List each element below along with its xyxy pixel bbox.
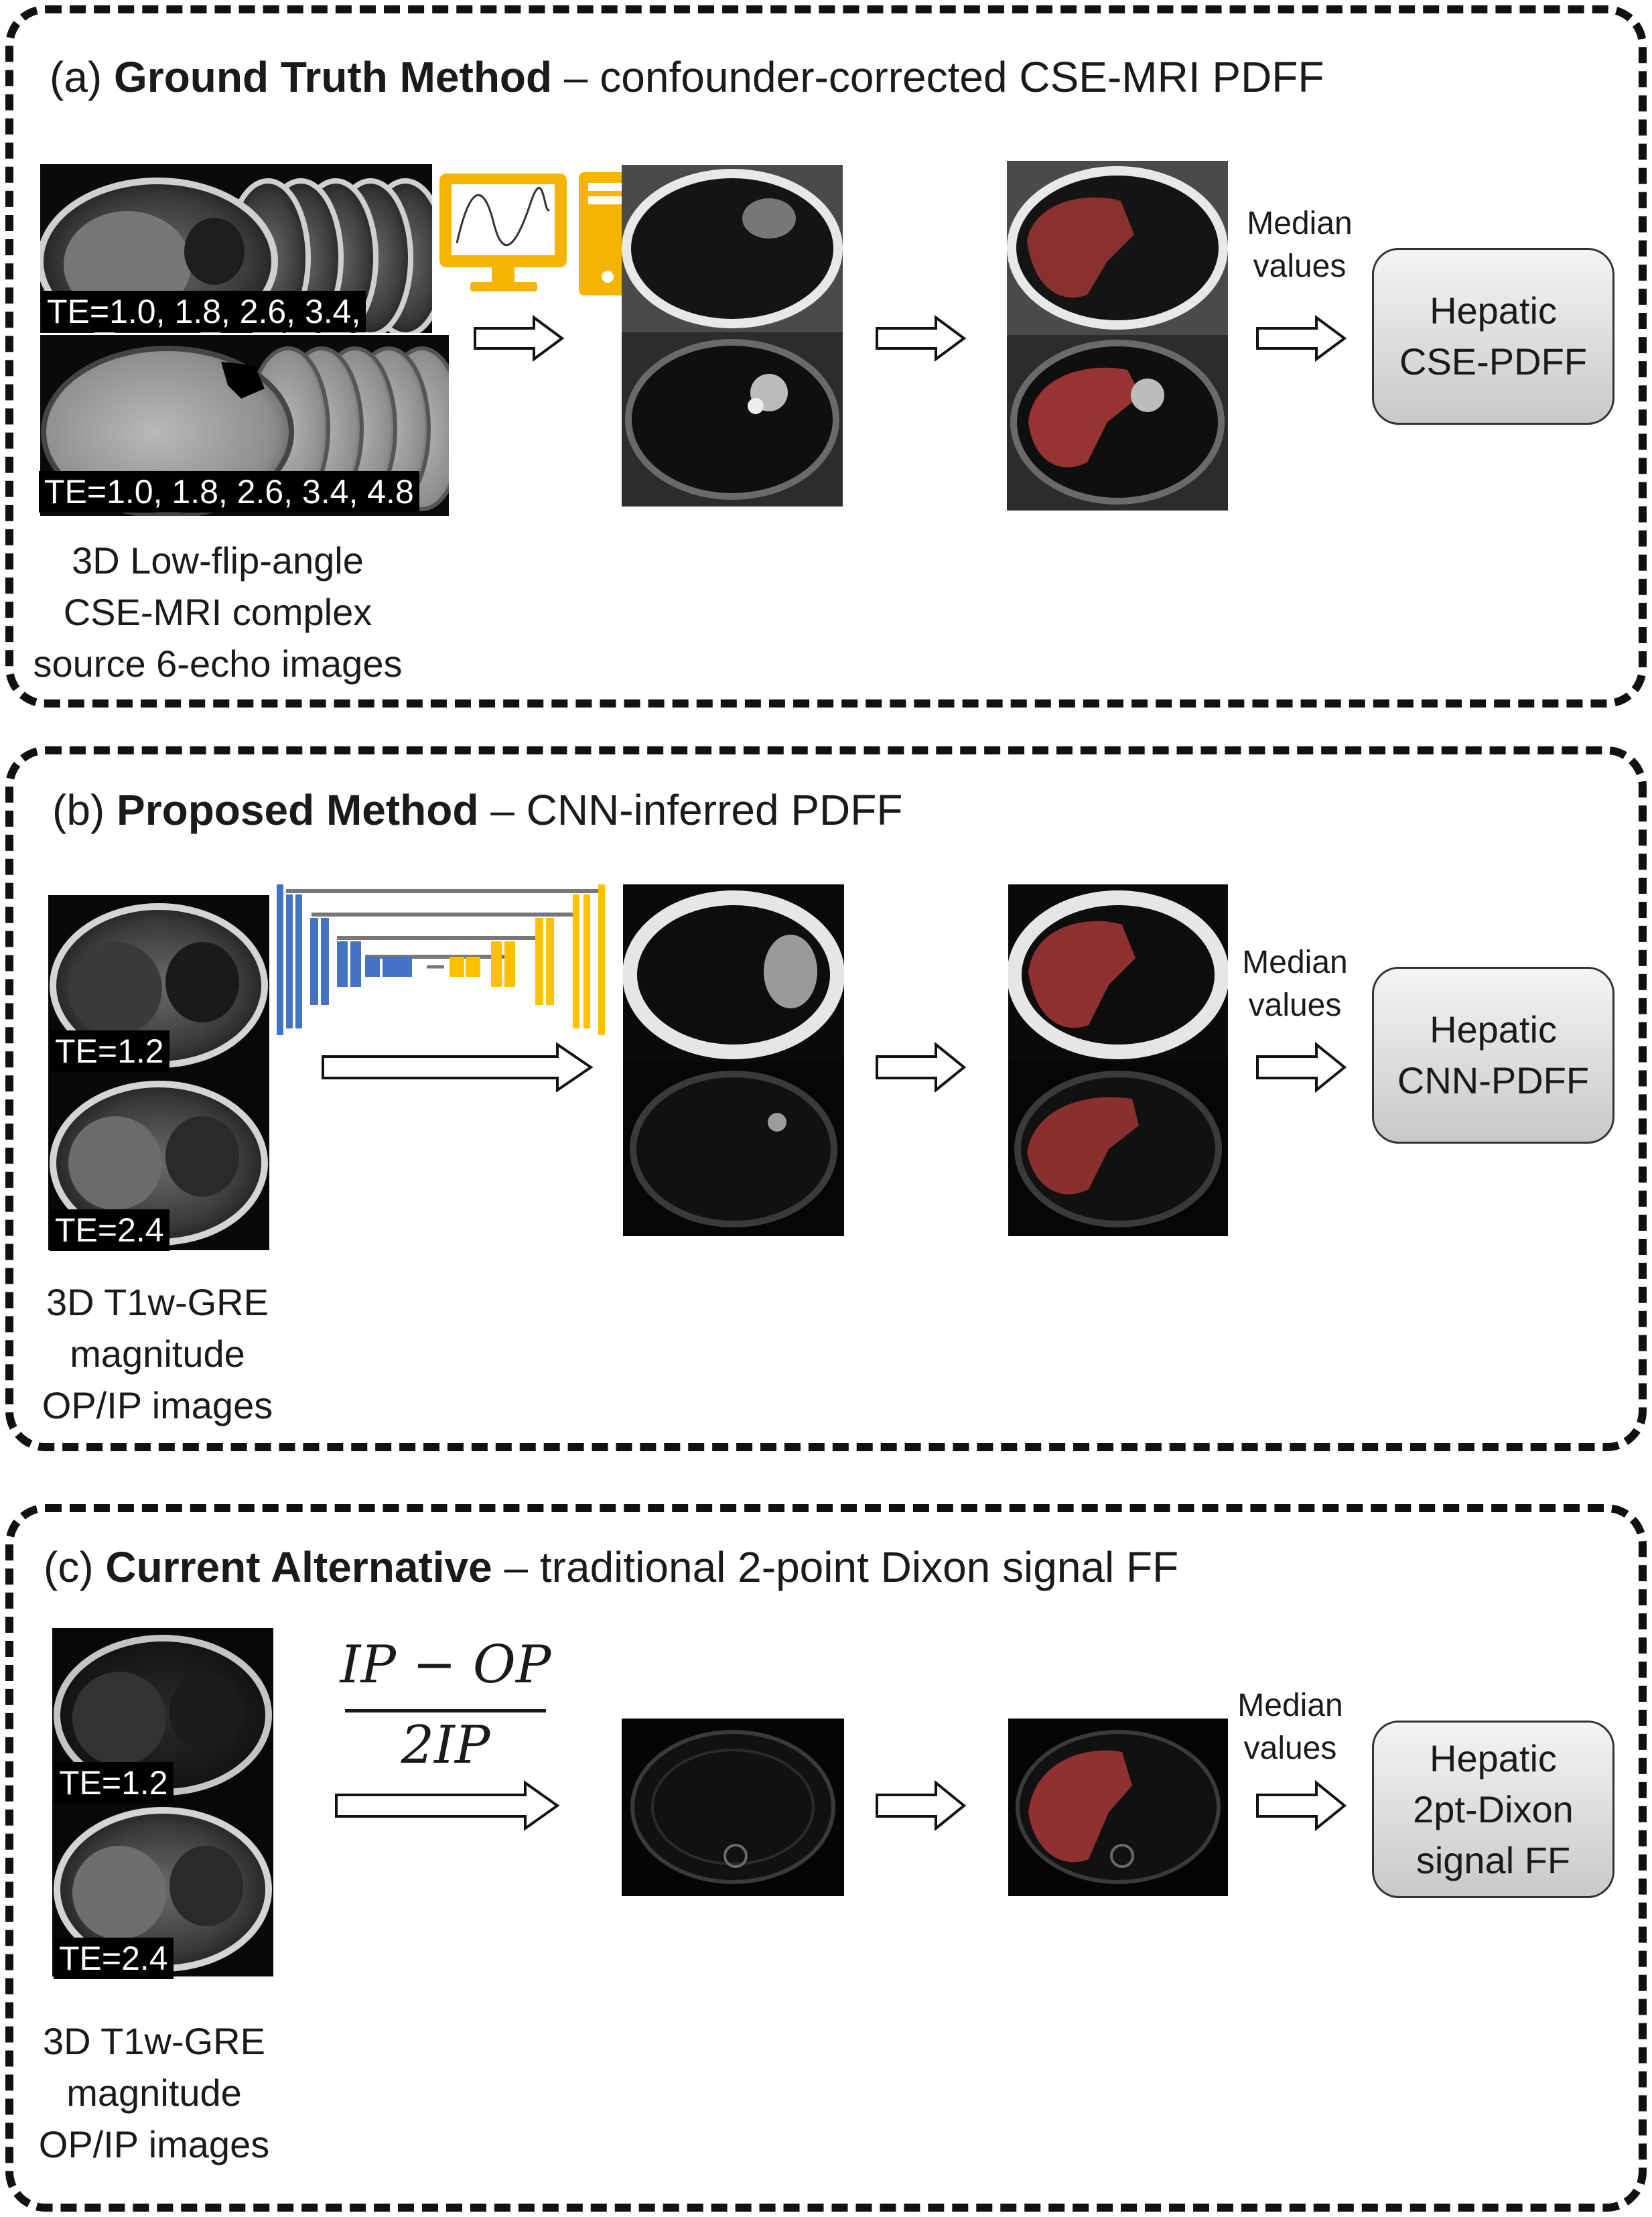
panel-a-title-bold: Ground Truth Method <box>114 53 553 101</box>
arrow-b-2 <box>876 1042 967 1093</box>
median-a-line2: values <box>1253 249 1347 284</box>
te-label-a-bottom: TE=1.0, 1.8, 2.6, 3.4, 4.8 <box>39 471 419 513</box>
dixon-signal-ff-segmented-img <box>1008 1719 1228 1896</box>
panel-c-caption-line1: 3D T1w-GRE <box>43 2020 265 2062</box>
te-label-c-bottom: TE=2.4 <box>54 1938 174 1979</box>
op-image-b <box>48 895 269 1250</box>
panel-a-title-rest: – confounder-corrected CSE-MRI PDFF <box>552 53 1324 101</box>
panel-a-caption: 3D Low-flip-angle CSE-MRI complex source… <box>20 535 415 689</box>
panel-c-caption: 3D T1w-GRE magnitude OP/IP images <box>23 2015 285 2170</box>
panel-a-caption-line3: source 6-echo images <box>33 643 403 685</box>
cnn-pdff-segmented-img <box>1008 884 1228 1236</box>
cnn-pdff-segmented <box>1008 884 1228 1236</box>
cse-pdff-segmented-img <box>1007 161 1228 511</box>
panel-a-caption-line1: 3D Low-flip-angle <box>72 539 364 582</box>
arrow-a-1 <box>474 315 565 362</box>
arrow-c-1 <box>335 1780 560 1831</box>
output-b-line2: CNN-PDFF <box>1397 1059 1590 1101</box>
output-a-line1: Hepatic <box>1430 289 1557 332</box>
panel-b-frame <box>5 746 1647 1451</box>
dixon-formula-bar <box>345 1709 546 1712</box>
op-ip-images-b <box>48 895 269 1250</box>
panel-b-caption: 3D T1w-GRE magnitude OP/IP images <box>27 1276 288 1431</box>
te-label-b-bottom: TE=2.4 <box>50 1209 169 1251</box>
panel-b-title-rest: – CNN-inferred PDFF <box>478 786 903 834</box>
panel-a-caption-line2: CSE-MRI complex <box>63 591 372 633</box>
arrow-a-3 <box>1256 315 1347 362</box>
cnn-pdff-map <box>623 884 844 1236</box>
te-label-b-top: TE=1.2 <box>50 1030 169 1072</box>
median-c-line1: Median <box>1237 1688 1343 1723</box>
median-b-line1: Median <box>1242 945 1348 980</box>
arrow-a-2 <box>876 315 967 362</box>
unet-cnn-icon <box>271 884 613 1049</box>
dixon-signal-ff-map <box>622 1719 844 1896</box>
cnn-pdff-map-img <box>623 884 844 1236</box>
panel-c-frame <box>5 1504 1647 2212</box>
dixon-signal-ff-segmented <box>1008 1719 1228 1896</box>
median-values-b: Median values <box>1221 941 1369 1027</box>
panel-b-caption-line1: 3D T1w-GRE <box>46 1281 269 1323</box>
panel-a-frame <box>5 5 1647 708</box>
output-c-line1: Hepatic <box>1430 1737 1557 1779</box>
output-c-line2: 2pt-Dixon <box>1413 1788 1574 1830</box>
median-a-line1: Median <box>1247 206 1353 241</box>
median-values-c: Median values <box>1217 1684 1364 1770</box>
panel-b-title-bold: Proposed Method <box>117 786 479 834</box>
output-hepatic-cnn-pdff: Hepatic CNN-PDFF <box>1372 967 1614 1144</box>
panel-c-label: (c) <box>44 1543 106 1591</box>
panel-b-caption-line2: magnitude <box>70 1333 245 1375</box>
panel-a-title: (a) Ground Truth Method – confounder-cor… <box>50 52 1324 102</box>
panel-c-title-bold: Current Alternative <box>105 1543 492 1591</box>
dixon-formula-numerator: IP − OP <box>340 1635 551 1695</box>
panel-b-label: (b) <box>52 786 117 834</box>
output-hepatic-2pt-dixon-signal-ff: Hepatic 2pt-Dixon signal FF <box>1372 1721 1614 1898</box>
computer-icon <box>437 170 641 298</box>
median-c-line2: values <box>1243 1731 1337 1766</box>
arrow-b-1 <box>322 1042 594 1093</box>
median-b-line2: values <box>1248 988 1342 1023</box>
cse-pdff-map <box>622 165 843 507</box>
te-label-a-top: TE=1.0, 1.8, 2.6, 3.4, <box>42 291 366 332</box>
cse-pdff-segmented <box>1007 161 1228 511</box>
arrow-b-3 <box>1256 1042 1347 1093</box>
output-a-line2: CSE-PDFF <box>1399 340 1587 383</box>
arrow-c-3 <box>1256 1780 1347 1831</box>
panel-b-title: (b) Proposed Method – CNN-inferred PDFF <box>52 785 902 835</box>
output-b-line1: Hepatic <box>1430 1008 1557 1051</box>
panel-c-title: (c) Current Alternative – traditional 2-… <box>44 1542 1178 1592</box>
dixon-formula-denominator: 2IP <box>401 1715 490 1775</box>
panel-c-title-rest: – traditional 2-point Dixon signal FF <box>492 1543 1179 1591</box>
output-hepatic-cse-pdff: Hepatic CSE-PDFF <box>1372 248 1614 425</box>
panel-c-caption-line3: OP/IP images <box>38 2123 270 2165</box>
panel-a-label: (a) <box>50 53 114 101</box>
output-c-line3: signal FF <box>1416 1838 1571 1881</box>
median-values-a: Median values <box>1226 202 1373 288</box>
cse-pdff-map-img <box>622 165 843 507</box>
panel-c-caption-line2: magnitude <box>66 2072 242 2114</box>
te-label-c-top: TE=1.2 <box>54 1762 174 1804</box>
arrow-c-2 <box>876 1780 967 1831</box>
dixon-signal-ff-map-img <box>622 1719 844 1896</box>
panel-b-caption-line3: OP/IP images <box>42 1384 273 1426</box>
